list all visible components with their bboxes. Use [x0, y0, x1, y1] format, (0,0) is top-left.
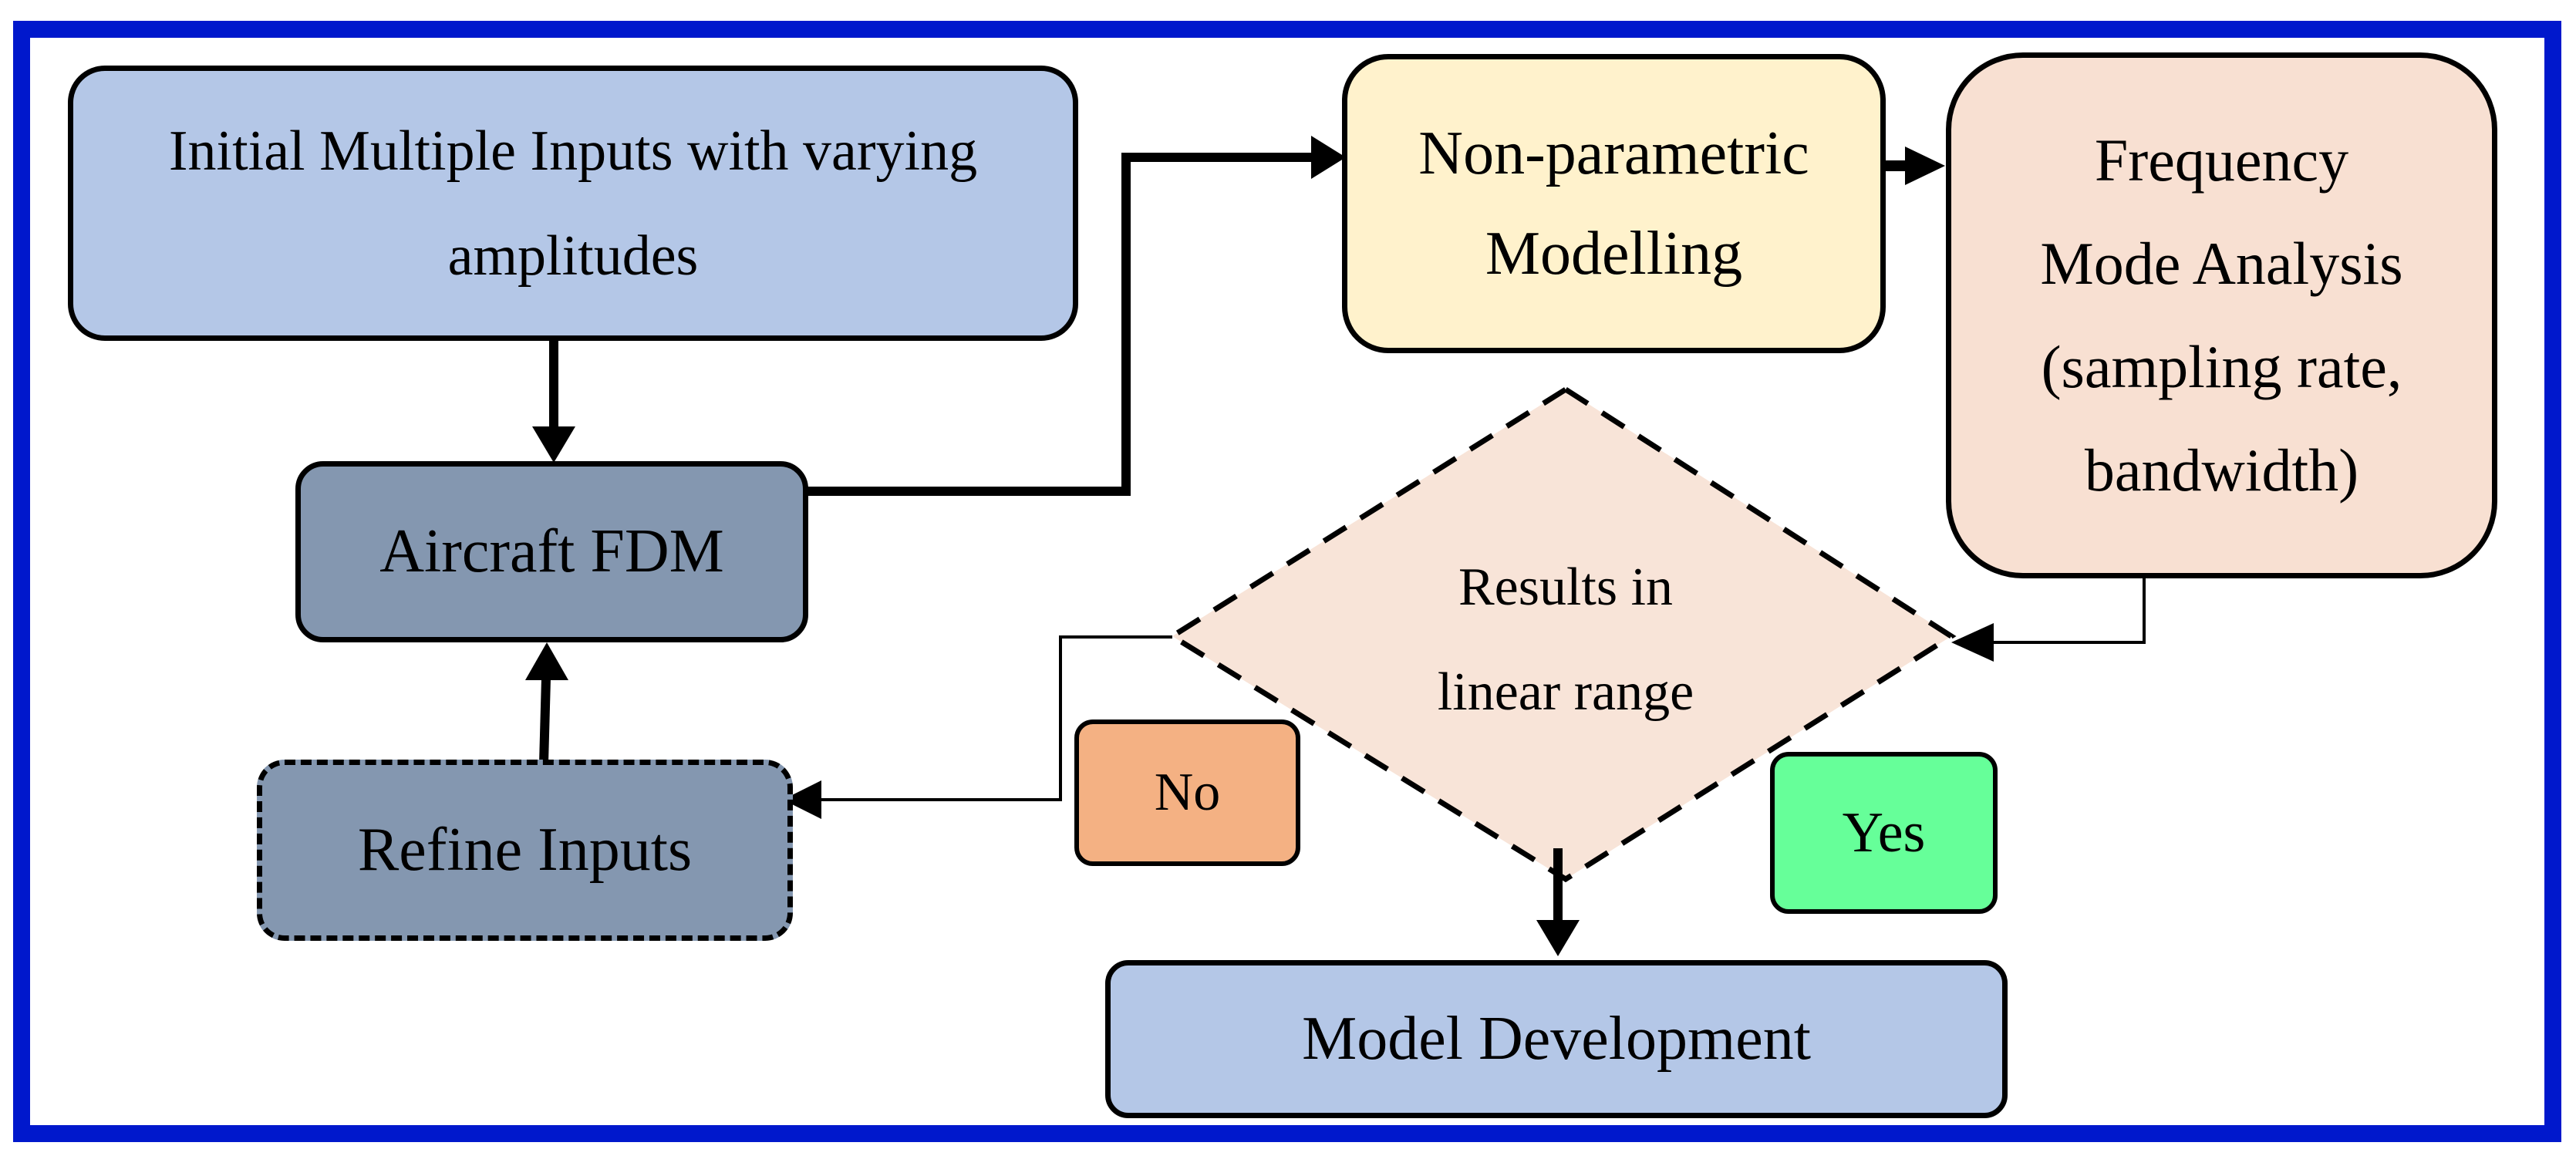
arrowhead-fdm-to-nonparam: [1311, 136, 1346, 179]
aircraft-fdm-label: Aircraft FDM: [379, 517, 724, 585]
non-parametric-label: Non-parametric Modelling: [1418, 120, 1809, 288]
model-development-box: Model Development: [1105, 960, 2008, 1118]
arrow-refine-to-fdm: [539, 678, 551, 764]
refine-inputs-label: Refine Inputs: [357, 816, 693, 884]
arrowhead-inputs-to-fdm: [532, 426, 575, 463]
no-badge: No: [1074, 719, 1300, 866]
arrowhead-refine-to-fdm: [525, 642, 568, 680]
arrowhead-nonparam-to-freq: [1905, 147, 1945, 185]
aircraft-fdm-box: Aircraft FDM: [295, 461, 808, 642]
frequency-mode-box: Frequency Mode Analysis (sampling rate, …: [1946, 52, 2497, 578]
non-parametric-box: Non-parametric Modelling: [1342, 54, 1886, 353]
arrow-freq-to-decision: [1990, 577, 2146, 644]
arrowhead-decision-to-model: [1536, 920, 1580, 956]
yes-badge: Yes: [1770, 752, 1998, 914]
arrowhead-decision-to-refine: [783, 780, 821, 819]
decision-label: Results in linear range: [1437, 558, 1694, 722]
model-development-label: Model Development: [1302, 1005, 1811, 1073]
refine-inputs-box: Refine Inputs: [257, 760, 793, 941]
no-label: No: [1154, 763, 1221, 822]
yes-label: Yes: [1842, 800, 1926, 864]
decision-diamond: [1167, 386, 1957, 883]
arrowhead-freq-to-decision: [1951, 623, 1994, 662]
frequency-mode-label: Frequency Mode Analysis (sampling rate, …: [2040, 126, 2403, 504]
initial-inputs-label: Initial Multiple Inputs with varying amp…: [168, 119, 978, 288]
initial-inputs-box: Initial Multiple Inputs with varying amp…: [68, 66, 1078, 341]
outer-frame: [13, 21, 2561, 1142]
arrow-fdm-to-nonparam: [806, 153, 1319, 496]
arrow-decision-to-refine: [821, 635, 1172, 801]
